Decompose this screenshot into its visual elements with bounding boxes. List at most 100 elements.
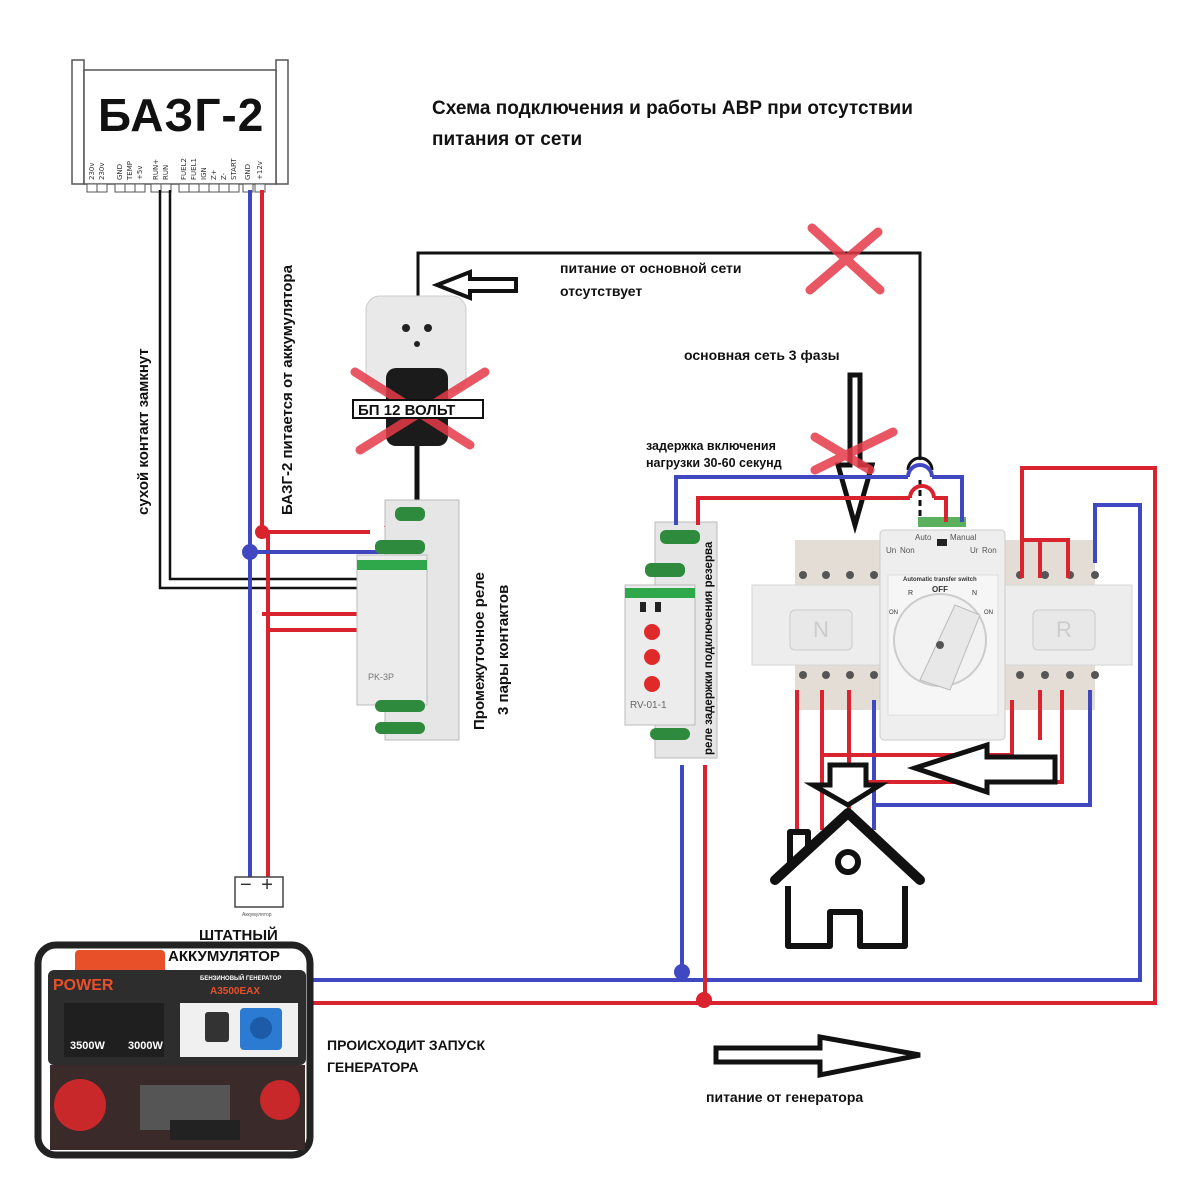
- psu-label: БП 12 ВОЛЬТ: [352, 399, 484, 419]
- controller-pin-label: +5v: [136, 165, 144, 180]
- cross-icon: [810, 427, 898, 475]
- mains-feed-wire: [416, 251, 934, 520]
- arrow-right-icon: [713, 1034, 921, 1079]
- junction-dot: [674, 964, 690, 980]
- controller-pin-label: Z+: [210, 169, 218, 180]
- ats-wiring: [310, 463, 1157, 1005]
- controller-pin-label: TEMP: [126, 161, 134, 180]
- generator-model: A3500EAX: [210, 986, 261, 997]
- ats-ron-label: Ron: [982, 546, 997, 555]
- dry-contact-wires: [158, 190, 390, 590]
- ats-switch: [751, 517, 1133, 741]
- arrow-down-icon: [803, 762, 889, 808]
- delay-relay: [624, 521, 718, 759]
- ats-n-label: N: [972, 590, 978, 597]
- arrow-left-icon: [906, 741, 1058, 796]
- delay-label-line-1: задержка включения: [646, 439, 776, 453]
- controller-pin-terminal: [114, 183, 126, 193]
- controller-pin-terminal: [188, 183, 200, 193]
- battery-label-2: АККУМУЛЯТОР: [168, 948, 280, 965]
- controller-pin-label: FUEL2: [180, 158, 188, 180]
- controller-pin-label: IGN: [200, 167, 208, 180]
- cross-icon: [805, 223, 885, 295]
- ats-manual-label: Manual: [950, 533, 977, 542]
- terminal-screw: [799, 571, 807, 579]
- generator-rated-power: 3000W: [128, 1040, 163, 1052]
- arrow-left-icon: [431, 269, 518, 301]
- controller-pin-label: 230v: [88, 162, 96, 180]
- controller-pin-label: START: [230, 158, 238, 180]
- battery-icon: [234, 876, 284, 908]
- ats-off-label: OFF: [932, 585, 948, 594]
- controller-pin-label: +12v: [256, 161, 264, 180]
- ats-auto-label: Auto: [915, 533, 932, 542]
- terminal-screw: [799, 671, 807, 679]
- ats-un-label: Un: [886, 546, 897, 555]
- controller-pin-terminal: [208, 183, 220, 193]
- terminal-screw: [1041, 571, 1049, 579]
- bazg2-controller: [71, 59, 289, 193]
- ats-on-left-label: ON: [889, 610, 898, 616]
- junction-dot: [696, 992, 712, 1008]
- controller-pin-terminal: [134, 183, 146, 193]
- controller-pin-terminal: [96, 183, 108, 193]
- ats-n-side: N: [813, 617, 829, 642]
- battery-polarity: − +: [240, 874, 275, 896]
- controller-pin-label: GND: [116, 163, 124, 180]
- generator: [34, 941, 314, 1159]
- main-grid-label: основная сеть 3 фазы: [684, 347, 840, 363]
- gen-power-label: питание от генератора: [706, 1089, 864, 1105]
- generator-type: БЕНЗИНОВЫЙ ГЕНЕРАТОР: [200, 976, 282, 982]
- terminal-screw: [1066, 671, 1074, 679]
- delay-label-line-2: нагрузки 30-60 секунд: [646, 456, 782, 470]
- title-line-2: питания от сети: [432, 129, 583, 150]
- controller-pin-terminal: [178, 183, 190, 193]
- controller-pin-label: Z-: [220, 172, 228, 180]
- battery-label-1: ШТАТНЫЙ: [199, 927, 278, 944]
- controller-pin-label: RUN+: [152, 158, 160, 180]
- ats-on-right-label: ON: [984, 610, 993, 616]
- controller-pin-terminal: [218, 183, 230, 193]
- junction-dot: [255, 525, 269, 539]
- terminal-screw: [822, 671, 830, 679]
- mains-absent-line-2: отсутствует: [560, 283, 643, 299]
- controller-pin-terminal: [198, 183, 210, 193]
- mains-absent-line-1: питание от основной сети: [560, 260, 742, 276]
- generator-max-power: 3500W: [70, 1040, 105, 1052]
- ats-title: Automatic transfer switch: [903, 577, 977, 583]
- generator-brand: POWER: [53, 977, 114, 994]
- relay-pk-model: PK-3P: [368, 672, 395, 682]
- terminal-screw: [1091, 571, 1099, 579]
- intermediate-relay-label-2: 3 пары контактов: [495, 584, 512, 715]
- ats-ur-label: Ur: [970, 546, 979, 555]
- controller-pin-terminal: [228, 183, 240, 193]
- house-icon: [770, 808, 925, 949]
- relay-rv-model: RV-01-1: [630, 700, 667, 711]
- gen-start-line-1: ПРОИСХОДИТ ЗАПУСК: [327, 1037, 486, 1053]
- terminal-screw: [870, 571, 878, 579]
- cross-marks: [350, 223, 898, 475]
- terminal-screw: [846, 571, 854, 579]
- terminal-screw: [822, 571, 830, 579]
- intermediate-relay: [356, 499, 460, 741]
- junction-dot: [242, 544, 258, 560]
- controller-pin-label: 230v: [98, 162, 106, 180]
- terminal-screw: [846, 671, 854, 679]
- terminal-screw: [1041, 671, 1049, 679]
- title-line-1: Схема подключения и работы АВР при отсут…: [432, 98, 913, 119]
- diagram-title: Схема подключения и работы АВР при отсут…: [432, 93, 1052, 155]
- controller-pin-terminal: [160, 183, 172, 193]
- ats-non-label: Non: [900, 546, 915, 555]
- controller-pin-label: RUN: [162, 164, 170, 180]
- dry-contact-label: сухой контакт замкнут: [135, 348, 152, 515]
- battery-power-label: БАЗГ-2 питается от аккумулятора: [279, 265, 296, 515]
- intermediate-relay-label-1: Промежуточное реле: [471, 572, 488, 730]
- ats-r-label: R: [908, 590, 914, 597]
- battery-small-label: Аккумулятор: [242, 912, 272, 918]
- controller-pin-terminal: [86, 183, 98, 193]
- controller-pin-label: GND: [244, 163, 252, 180]
- gen-start-line-2: ГЕНЕРАТОРА: [327, 1059, 419, 1075]
- controller-pin-terminal: [124, 183, 136, 193]
- ats-r-side: R: [1056, 617, 1072, 642]
